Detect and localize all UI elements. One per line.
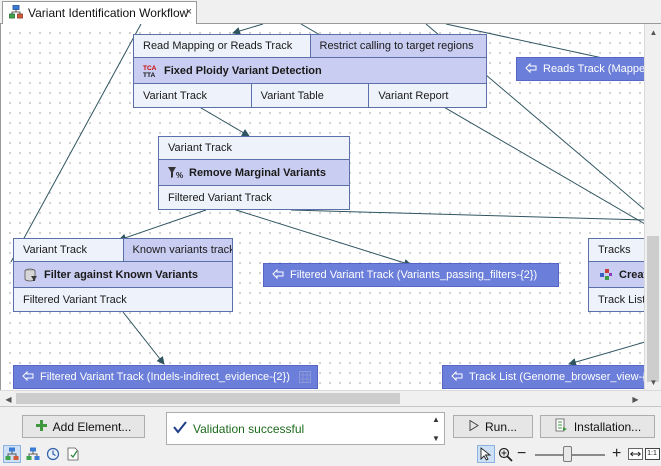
zoom-slider-thumb[interactable]	[563, 446, 572, 462]
edge-create-to-tracklist-output	[568, 341, 646, 366]
output-track-list-genome-browser[interactable]: Track List (Genome_browser_view-{2	[442, 365, 657, 389]
run-label: Run...	[484, 419, 517, 434]
close-icon[interactable]: ×	[185, 6, 192, 18]
play-icon	[469, 419, 479, 434]
scroll-down-icon[interactable]: ▼	[649, 377, 658, 387]
tab-variant-identification-workflow[interactable]: Variant Identification Workflow ×	[2, 1, 197, 24]
add-element-label: Add Element...	[52, 419, 132, 434]
edge-input-to-detection	[232, 24, 264, 35]
edge-remove-to-filter	[118, 209, 207, 242]
node-title-cell: Filter against Known Variants	[14, 262, 232, 287]
pointer-icon[interactable]	[477, 445, 495, 463]
output-track-list[interactable]: Track List	[598, 293, 646, 306]
horizontal-scroll-thumb[interactable]	[16, 393, 400, 404]
run-button[interactable]: Run...	[453, 415, 533, 438]
info-icon[interactable]	[64, 445, 82, 463]
input-restrict-target-regions[interactable]: Restrict calling to target regions	[310, 35, 486, 57]
node-title: Filter against Known Variants	[44, 268, 199, 281]
workflow-view-icon[interactable]	[3, 445, 21, 463]
database-filter-icon	[23, 268, 39, 282]
output-label: Reads Track (Mappe	[543, 63, 646, 75]
node-fixed-ploidy-variant-detection[interactable]: Read Mapping or Reads Track Restrict cal…	[133, 34, 487, 108]
output-variant-report[interactable]: Variant Report	[378, 89, 449, 102]
table-view-icon[interactable]	[24, 445, 42, 463]
output-arrow-icon	[525, 62, 537, 77]
zoom-100-label: 1:1	[644, 448, 660, 460]
plus-icon	[35, 419, 47, 434]
scroll-right-icon[interactable]: ▶	[632, 394, 639, 404]
svg-text:TTA: TTA	[143, 72, 155, 78]
validation-stepper[interactable]: ▲ ▼	[430, 415, 442, 443]
node-filter-known-variants[interactable]: Variant Track Known variants track Filte…	[13, 238, 233, 312]
edge-top-to-reads-track	[445, 24, 622, 65]
view-toolbar: − + 1:1	[0, 443, 661, 466]
node-title-cell: Creat	[589, 262, 661, 287]
edge-canvas-left	[10, 24, 142, 263]
edge-remove-to-passing-output	[235, 209, 412, 267]
chevron-up-icon[interactable]: ▲	[432, 415, 440, 424]
installation-label: Installation...	[573, 419, 642, 434]
chevron-down-icon[interactable]: ▼	[432, 434, 440, 443]
edge-remove-to-create	[290, 209, 646, 221]
output-label: Track List (Genome_browser_view-{2	[469, 371, 652, 383]
input-variant-track[interactable]: Variant Track	[14, 239, 124, 261]
installation-button[interactable]: Installation...	[540, 415, 655, 438]
track-list-icon	[598, 268, 614, 282]
svg-text:TCA: TCA	[143, 65, 157, 72]
input-tracks[interactable]: Tracks	[598, 244, 631, 256]
validation-status-box: Validation successful ▲ ▼	[166, 412, 445, 445]
node-title: Remove Marginal Variants	[189, 166, 326, 179]
input-variant-track[interactable]: Variant Track	[168, 142, 232, 154]
node-title-cell: % Remove Marginal Variants	[159, 160, 349, 185]
history-icon[interactable]	[44, 445, 62, 463]
output-filtered-variant-track[interactable]: Filtered Variant Track	[168, 191, 272, 204]
node-remove-marginal-variants[interactable]: Variant Track % Remove Marginal Variants…	[158, 136, 350, 210]
output-variants-passing-filters[interactable]: Filtered Variant Track (Variants_passing…	[263, 263, 559, 287]
node-title: Creat	[619, 268, 648, 281]
zoom-in-icon[interactable]	[496, 445, 514, 463]
horizontal-scrollbar[interactable]: ◀ ▶	[0, 390, 661, 406]
input-read-mapping[interactable]: Read Mapping or Reads Track	[134, 35, 311, 57]
node-title: Fixed Ploidy Variant Detection	[164, 64, 322, 77]
svg-text:%: %	[176, 171, 183, 180]
add-element-button[interactable]: Add Element...	[22, 415, 145, 438]
vertical-scrollbar[interactable]: ▲ ▼	[644, 24, 661, 390]
output-arrow-icon	[451, 370, 463, 385]
edge-filter-to-indels-output	[122, 311, 165, 365]
output-label: Filtered Variant Track (Indels-indirect_…	[40, 371, 290, 383]
output-variant-track[interactable]: Variant Track	[134, 84, 252, 107]
output-reads-track[interactable]: Reads Track (Mappe	[516, 57, 656, 81]
output-variant-table[interactable]: Variant Table	[252, 84, 370, 107]
table-icon	[299, 371, 311, 386]
tab-title: Variant Identification Workflow	[28, 6, 189, 20]
scroll-up-icon[interactable]: ▲	[649, 27, 658, 37]
output-indels-indirect-evidence[interactable]: Filtered Variant Track (Indels-indirect_…	[13, 365, 318, 389]
validation-message: Validation successful	[193, 421, 305, 436]
zoom-100-icon[interactable]: 1:1	[644, 445, 660, 463]
output-arrow-icon	[272, 268, 284, 283]
filter-funnel-icon: %	[168, 166, 184, 180]
zoom-plus-icon[interactable]: +	[612, 445, 622, 462]
output-filtered-variant-track[interactable]: Filtered Variant Track	[23, 293, 127, 306]
checkmark-icon	[173, 420, 187, 437]
bottom-panel: Add Element... Validation successful ▲ ▼…	[0, 406, 661, 466]
edge-detection-to-remove	[195, 104, 250, 137]
installation-icon	[554, 418, 568, 435]
output-arrow-icon	[22, 370, 34, 385]
scroll-left-icon[interactable]: ◀	[5, 394, 12, 404]
input-known-variants-track[interactable]: Known variants track	[123, 239, 232, 261]
output-label: Filtered Variant Track (Variants_passing…	[290, 269, 538, 281]
fit-width-icon[interactable]	[627, 445, 643, 463]
vertical-scroll-thumb[interactable]	[647, 236, 659, 382]
tab-bar: Variant Identification Workflow ×	[0, 0, 661, 24]
workflow-icon	[9, 4, 23, 22]
workflow-canvas[interactable]: Read Mapping or Reads Track Restrict cal…	[0, 24, 661, 406]
zoom-out-icon[interactable]: −	[517, 445, 527, 462]
